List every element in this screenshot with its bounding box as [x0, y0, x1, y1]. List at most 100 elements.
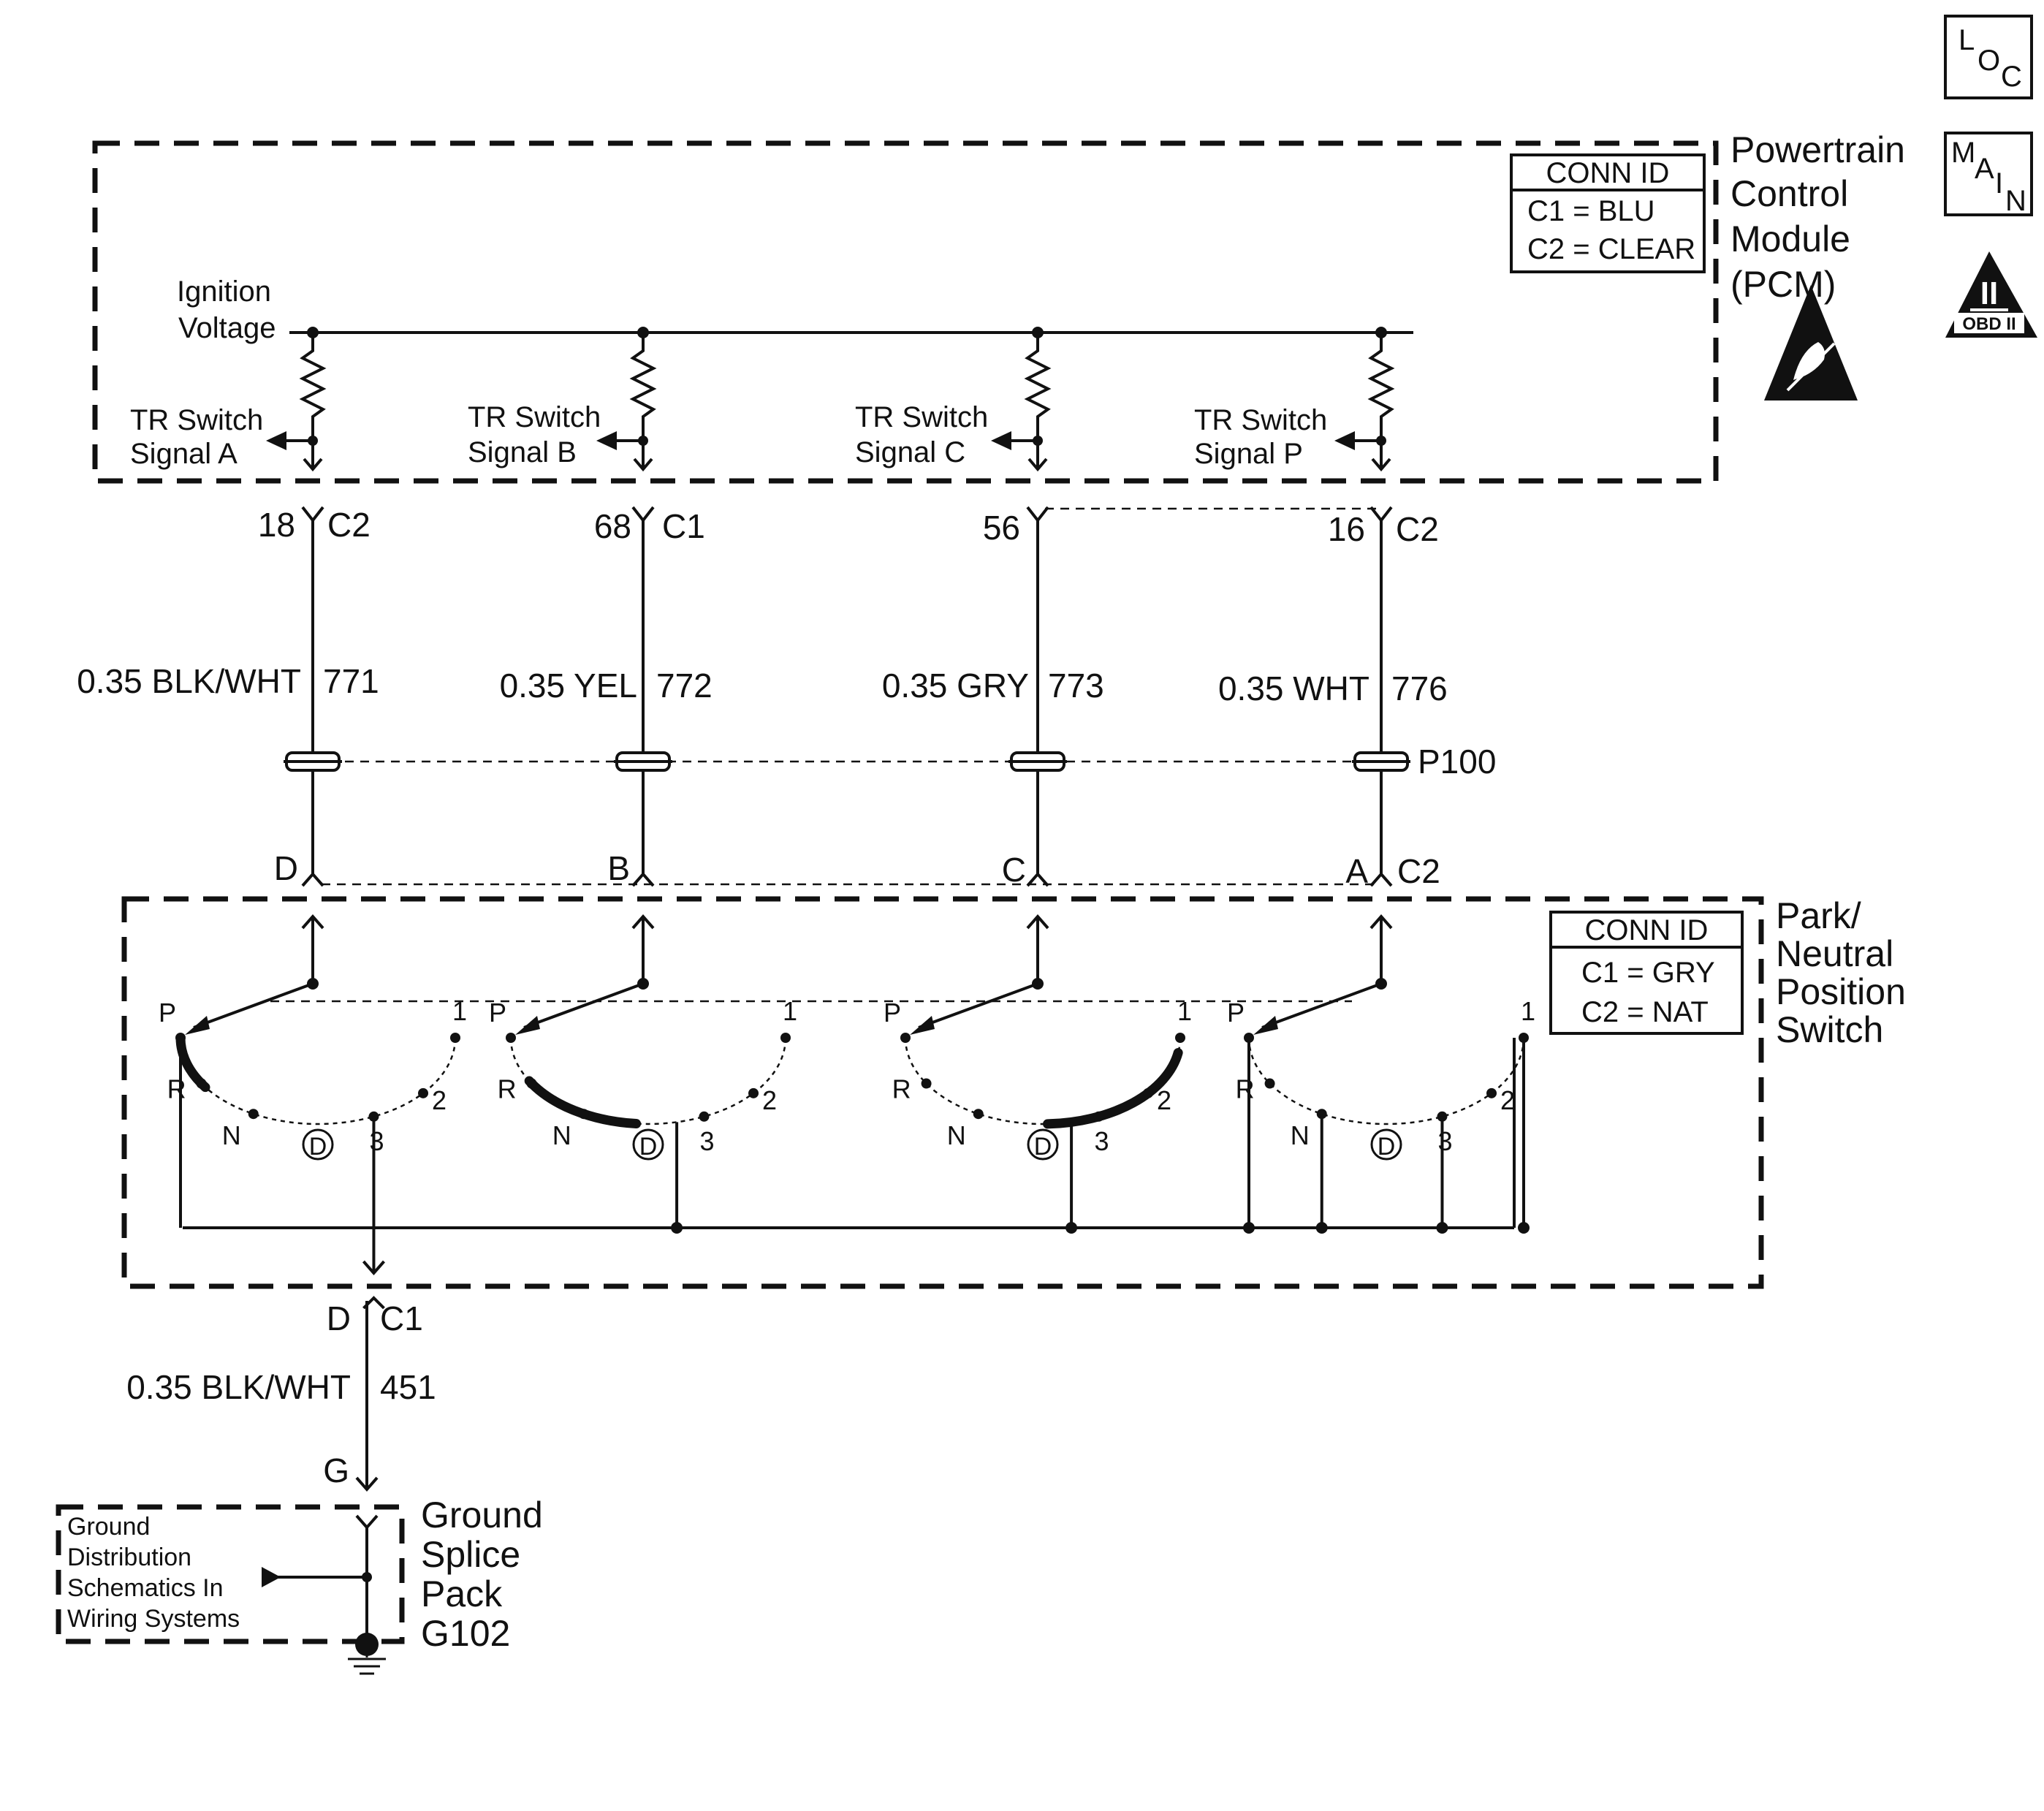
- svg-text:CONN ID: CONN ID: [1546, 157, 1670, 189]
- svg-text:0.35 BLK/WHT: 0.35 BLK/WHT: [77, 662, 301, 700]
- switch-pos-two: 2: [762, 1085, 777, 1115]
- loc-letter-l: L: [1958, 24, 1975, 56]
- obd-ii-icon[interactable]: II OBD II: [1945, 251, 2037, 338]
- svg-text:Signal B: Signal B: [468, 436, 577, 468]
- svg-text:Splice: Splice: [421, 1534, 520, 1575]
- main-letter-n: N: [2005, 185, 2026, 217]
- svg-text:68: 68: [594, 507, 631, 545]
- svg-text:773: 773: [1048, 667, 1104, 705]
- obd-text: OBD II: [1962, 314, 2015, 334]
- main-letter-m: M: [1951, 137, 1975, 169]
- loc-letter-o: O: [1977, 45, 2000, 77]
- svg-text:Neutral: Neutral: [1776, 933, 1893, 974]
- svg-text:Position: Position: [1776, 971, 1906, 1012]
- svg-text:(PCM): (PCM): [1730, 264, 1836, 305]
- ground-distribution-ref-box[interactable]: [56, 1504, 405, 1644]
- switch-pos-three: 3: [1437, 1126, 1452, 1156]
- pcm-conn-id-table: CONN ID C1 = BLU C2 = CLEAR: [1510, 153, 1706, 273]
- switch-pos-one: 1: [1177, 996, 1192, 1026]
- svg-text:Signal C: Signal C: [855, 436, 965, 468]
- svg-text:Ground: Ground: [421, 1495, 543, 1535]
- switch-pos-three: 3: [1094, 1126, 1109, 1156]
- svg-text:C2: C2: [327, 506, 371, 544]
- loc-icon[interactable]: L O C: [1944, 15, 2033, 99]
- switch-pos-d: D: [1034, 1133, 1052, 1161]
- svg-text:C2 = NAT: C2 = NAT: [1581, 996, 1709, 1028]
- svg-text:Signal P: Signal P: [1194, 438, 1303, 470]
- svg-text:C: C: [1002, 851, 1026, 889]
- switch-pos-one: 1: [1521, 996, 1535, 1026]
- svg-text:451: 451: [380, 1368, 436, 1406]
- svg-text:G: G: [323, 1451, 349, 1489]
- switch-pos-r: R: [167, 1074, 186, 1104]
- svg-text:C1: C1: [380, 1299, 423, 1337]
- pnp-switch-title: Park/ Neutral Position Switch: [1776, 895, 1906, 1050]
- svg-text:0.35 BLK/WHT: 0.35 BLK/WHT: [126, 1368, 351, 1406]
- switch-pos-two: 2: [1157, 1085, 1171, 1115]
- switch-pos-p: P: [884, 998, 901, 1028]
- main-letter-a: A: [1975, 153, 1994, 185]
- main-letter-i: I: [1995, 167, 2003, 200]
- signal-labels: TR Switch Signal A TR Switch Signal B TR…: [130, 401, 1327, 470]
- svg-text:Module: Module: [1730, 219, 1850, 259]
- svg-text:D: D: [327, 1299, 351, 1337]
- svg-text:Voltage: Voltage: [178, 312, 276, 344]
- svg-text:TR Switch: TR Switch: [130, 404, 263, 436]
- wire-labels: 0.35 BLK/WHT 771 0.35 YEL 772 0.35 GRY 7…: [77, 662, 1448, 707]
- ground-splice-title: Ground Splice Pack G102: [421, 1495, 543, 1654]
- svg-text:G102: G102: [421, 1613, 510, 1654]
- switch-pos-one: 1: [452, 996, 467, 1026]
- svg-text:Schematics In: Schematics In: [67, 1574, 224, 1602]
- switch-pos-d: D: [309, 1133, 327, 1161]
- switch-pos-n: N: [1291, 1120, 1310, 1150]
- svg-text:776: 776: [1391, 669, 1448, 707]
- obd-numeral: II: [1980, 276, 1998, 311]
- svg-text:16: 16: [1328, 510, 1365, 548]
- svg-text:C1 = BLU: C1 = BLU: [1527, 195, 1655, 227]
- svg-text:Park/: Park/: [1776, 895, 1861, 936]
- switch-pos-two: 2: [1500, 1085, 1515, 1115]
- pnp-switch-boundary: [121, 896, 1764, 1289]
- svg-text:Distribution: Distribution: [67, 1544, 191, 1571]
- svg-text:771: 771: [323, 662, 379, 700]
- switch-pin-labels: D B C A C2: [274, 849, 1440, 890]
- switch-pos-n: N: [947, 1120, 966, 1150]
- main-icon[interactable]: M A I N: [1944, 132, 2033, 217]
- svg-text:Ignition: Ignition: [177, 276, 271, 308]
- circuit-column-1: P R N D 3 2 1: [159, 327, 1516, 1310]
- pnp-conn-id-table: CONN ID C1 = GRY C2 = NAT: [1549, 911, 1744, 1035]
- g102-splice: [348, 1514, 386, 1675]
- svg-text:C2: C2: [1397, 852, 1440, 890]
- pcm-boundary: [92, 140, 1719, 484]
- switch-pos-one: 1: [783, 996, 797, 1026]
- switch-pos-d: D: [639, 1133, 658, 1161]
- svg-text:B: B: [607, 849, 630, 887]
- svg-text:56: 56: [983, 509, 1020, 547]
- svg-text:Powertrain: Powertrain: [1730, 129, 1905, 170]
- switch-pos-p: P: [489, 998, 506, 1028]
- switch-pos-d: D: [1378, 1133, 1396, 1161]
- svg-text:C1 = GRY: C1 = GRY: [1581, 957, 1715, 989]
- switch-pos-two: 2: [432, 1085, 447, 1115]
- svg-text:0.35 YEL: 0.35 YEL: [500, 667, 637, 705]
- svg-text:772: 772: [656, 667, 713, 705]
- switch-pos-n: N: [222, 1120, 241, 1150]
- ground-circuit-labels: D C1 0.35 BLK/WHT 451 G: [126, 1299, 436, 1489]
- ignition-voltage-label: Ignition Voltage: [177, 276, 276, 344]
- svg-text:18: 18: [258, 506, 295, 544]
- switch-pos-r: R: [498, 1074, 517, 1104]
- switch-pos-p: P: [159, 998, 176, 1028]
- esd-warning-icon: [1764, 285, 1858, 400]
- ground-distribution-ref-text: Ground Distribution Schematics In Wiring…: [67, 1513, 240, 1633]
- svg-text:TR Switch: TR Switch: [855, 401, 988, 433]
- loc-letter-c: C: [2001, 61, 2022, 93]
- svg-text:D: D: [274, 849, 298, 887]
- svg-text:C2 = CLEAR: C2 = CLEAR: [1527, 233, 1695, 265]
- switch-pos-r: R: [892, 1074, 911, 1104]
- circuit-column-3: P R N D 3 2 1: [884, 327, 1192, 1234]
- p100-label: P100: [1418, 743, 1496, 781]
- svg-text:Switch: Switch: [1776, 1009, 1883, 1050]
